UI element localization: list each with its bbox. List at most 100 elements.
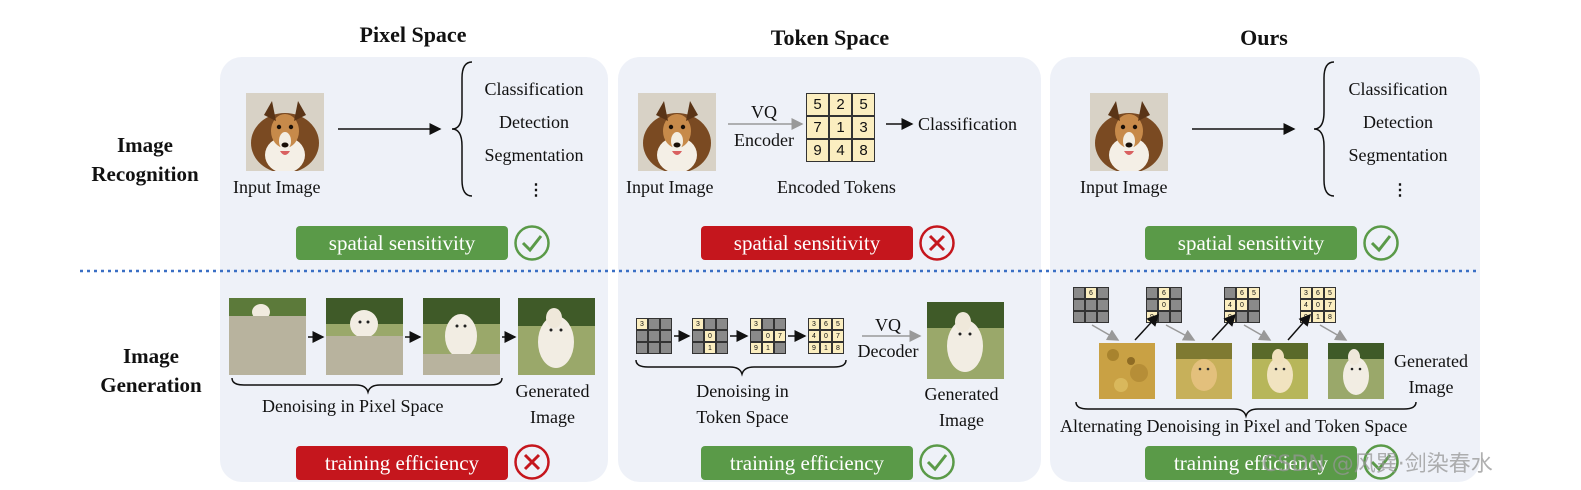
badge-spatial-sensitivity-ours: spatial sensitivity (1145, 226, 1357, 260)
token-cell (1073, 287, 1085, 299)
token-cell: 9 (806, 139, 829, 162)
vq-decoder-label: VQ Decoder (852, 312, 924, 364)
token-cell: 6 (1158, 287, 1170, 299)
token-step-1: 3 (636, 318, 672, 354)
token-cell: 3 (750, 318, 762, 330)
token-cell: 8 (1324, 311, 1336, 323)
input-image-label: Input Image (233, 177, 321, 197)
badge-spatial-sensitivity-token: spatial sensitivity (701, 226, 913, 260)
token-caption-line: Token Space (696, 407, 789, 427)
token-cell: 4 (829, 139, 852, 162)
token-cell (1085, 299, 1097, 311)
generated-image-label: Generated Image (914, 381, 1009, 433)
dog-picture (1090, 93, 1168, 171)
token-cell (716, 318, 728, 330)
token-cell: 3 (808, 318, 820, 330)
token-cell: 5 (1324, 287, 1336, 299)
generated-label-line: Image (530, 407, 575, 427)
token-cell: 0 (704, 330, 716, 342)
ours-pixel-step-1 (1099, 343, 1155, 399)
check-icon (1362, 443, 1400, 481)
ours-alternating-caption: Alternating Denoising in Pixel and Token… (1060, 416, 1408, 436)
token-cell: 5 (832, 318, 844, 330)
generated-label-line: Image (1408, 377, 1454, 397)
token-cell (1248, 311, 1260, 323)
token-cell (1170, 299, 1182, 311)
token-cell (1097, 287, 1109, 299)
title-ours: Ours (1240, 25, 1288, 50)
token-cell (1224, 287, 1236, 299)
badge-training-efficiency-pixel: training efficiency (296, 446, 508, 480)
title-token-space: Token Space (770, 25, 890, 50)
task-detection: Detection (499, 112, 569, 132)
token-cell: 0 (1236, 299, 1248, 311)
token-cell: 2 (829, 93, 852, 116)
token-cell: 1 (762, 342, 774, 354)
token-cell (1097, 299, 1109, 311)
token-cell: 3 (692, 318, 704, 330)
token-caption-line: Denoising in (696, 381, 789, 401)
token-cell (1085, 311, 1097, 323)
token-cell: 9 (750, 342, 762, 354)
token-cell (660, 342, 672, 354)
token-cell (692, 342, 704, 354)
row-label-line: Generation (100, 373, 202, 397)
generated-image-label: Generated Image (1386, 348, 1476, 400)
input-image-label: Input Image (1080, 177, 1168, 197)
token-cell: 4 (808, 330, 820, 342)
ellipsis-pixel: ⋮ (528, 182, 544, 199)
token-cell (660, 318, 672, 330)
task-classification: Classification (1348, 79, 1448, 99)
token-cell: 7 (832, 330, 844, 342)
task-classification: Classification (484, 79, 584, 99)
token-cell: 1 (829, 116, 852, 139)
token-cell: 4 (1300, 299, 1312, 311)
task-segmentation: Segmentation (484, 145, 584, 165)
generated-label-line: Generated (515, 381, 590, 401)
token-cell: 9 (1146, 311, 1158, 323)
row-label-line: Image (117, 133, 173, 157)
token-cell: 3 (1300, 287, 1312, 299)
token-cell: 3 (636, 318, 648, 330)
input-image-label: Input Image (626, 177, 714, 197)
token-cell (1146, 299, 1158, 311)
token-cell: 5 (806, 93, 829, 116)
token-cell: 6 (1236, 287, 1248, 299)
generated-image-label: Generated Image (505, 378, 600, 430)
token-cell (636, 342, 648, 354)
dog-picture (638, 93, 716, 171)
token-cell (762, 318, 774, 330)
dog-picture (246, 93, 324, 171)
input-image-dog (638, 93, 716, 171)
token-cell: 4 (1224, 299, 1236, 311)
token-cell (716, 342, 728, 354)
token-cell: 6 (820, 318, 832, 330)
token-cell: 8 (852, 139, 875, 162)
task-detection: Detection (1363, 112, 1433, 132)
token-cell (1158, 311, 1170, 323)
row-label-line: Recognition (91, 162, 199, 186)
token-cell: 0 (1312, 299, 1324, 311)
token-cell (774, 318, 786, 330)
vq-label-line: VQ (875, 315, 901, 335)
token-classification-label: Classification (918, 114, 1017, 134)
task-list-pixel: Classification Detection Segmentation (470, 73, 598, 172)
check-icon (918, 443, 956, 481)
ellipsis-ours: ⋮ (1392, 182, 1408, 199)
ours-pixel-step-3 (1252, 343, 1308, 399)
token-cell: 8 (832, 342, 844, 354)
token-cell (716, 330, 728, 342)
token-cell: 3 (852, 116, 875, 139)
token-cell: 6 (1085, 287, 1097, 299)
title-pixel-space: Pixel Space (359, 22, 467, 47)
row-label-line: Image (123, 344, 179, 368)
token-cell: 9 (1300, 311, 1312, 323)
token-cell (704, 318, 716, 330)
vq-encoder-label: VQ Encoder (728, 98, 800, 154)
token-cell (648, 318, 660, 330)
